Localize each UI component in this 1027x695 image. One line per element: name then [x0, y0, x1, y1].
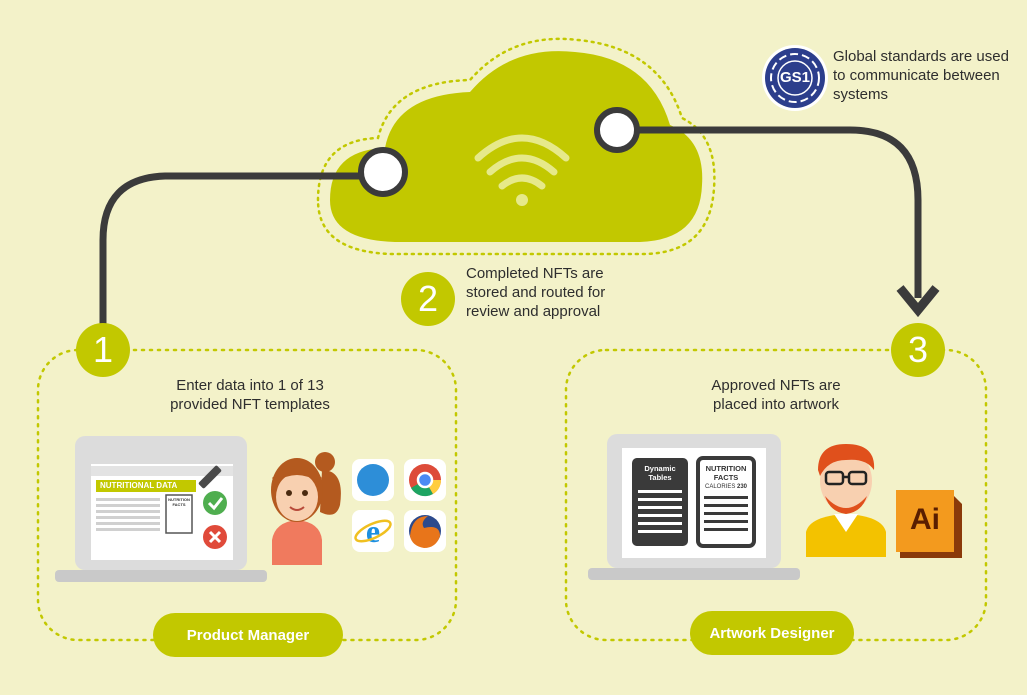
firefox-icon [404, 510, 446, 552]
calories-label: CALORIES [704, 484, 736, 490]
connector-right [617, 126, 922, 298]
laptop-left-screen-title: NUTRITIONAL DATA [100, 481, 178, 490]
step-3-number: 3 [907, 329, 929, 370]
product-manager-avatar [271, 452, 341, 565]
gs1-logo [762, 45, 828, 111]
svg-text:e: e [366, 513, 380, 549]
step-3-dotted-frame [564, 348, 988, 642]
artwork-designer-avatar [806, 444, 886, 557]
pencil-icon [198, 465, 222, 489]
calories-row: CALORIES 230 [702, 484, 750, 491]
step-2-number: 2 [417, 278, 439, 319]
step-2-circle [401, 272, 455, 326]
panel-dynamic-tables-title: Dynamic Tables [644, 464, 676, 482]
checkmark-icon [203, 491, 227, 515]
step-1-circle [76, 323, 130, 377]
step-1-description: Enter data into 1 of 13 provided NFT tem… [170, 377, 330, 413]
laptop-left [55, 436, 267, 582]
cloud [316, 37, 716, 256]
laptop-right [588, 434, 800, 580]
node-right [594, 107, 640, 153]
laptop-left-mini-label: NUTRITION FACTS [168, 497, 190, 507]
illustrator-icon-label: Ai [910, 503, 940, 536]
internet-explorer-icon: e [352, 510, 394, 552]
wifi-icon [474, 134, 570, 206]
gs1-logo-text: GS1 [779, 69, 810, 86]
step-3-circle [891, 323, 945, 377]
step-1-number: 1 [92, 329, 114, 370]
safari-icon [352, 459, 394, 501]
role-product-manager: Product Manager [153, 613, 343, 657]
gs1-description: Global standards are used to communicate… [833, 48, 1009, 103]
close-icon [203, 525, 227, 549]
calories-value: 230 [737, 484, 748, 490]
role-artwork-designer: Artwork Designer [690, 611, 854, 655]
panel-nutrition-facts-title: NUTRITION FACTS [705, 464, 747, 482]
node-left [358, 147, 408, 197]
chrome-icon [404, 459, 446, 501]
connector-left [99, 172, 383, 330]
illustrator-icon [896, 490, 962, 558]
step-2-description: Completed NFTs are stored and routed for… [466, 265, 606, 320]
arrow-head [896, 285, 940, 318]
step-3-description: Approved NFTs are placed into artwork [711, 377, 841, 413]
